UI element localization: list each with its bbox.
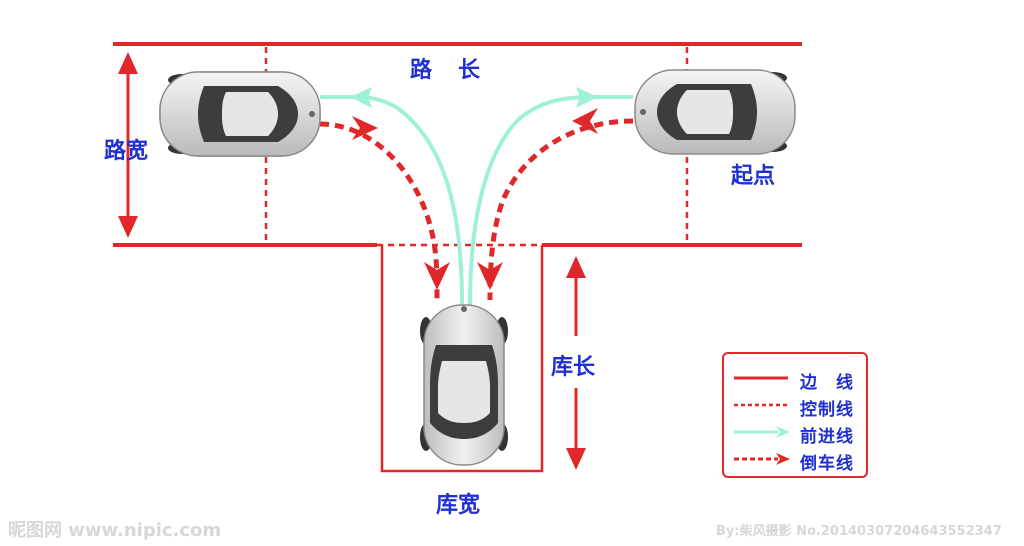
road-width-label: 路宽 (104, 139, 149, 164)
forward-path-right (468, 95, 586, 306)
edge-lines (113, 42, 802, 473)
legend-label: 控制线 (800, 400, 854, 420)
watermark-credit: By:柴风摄影 No.20140307204643552347 (716, 524, 1002, 539)
legend-box: 边 线 控制线 前进线 倒车线 (722, 352, 868, 478)
forward-lines (320, 87, 633, 306)
dimension-arrows (118, 52, 586, 470)
legend-item-edge-line: 边 线 (724, 366, 870, 393)
garage-outline (380, 245, 544, 473)
reverse-path-left (319, 121, 440, 301)
legend-item-reverse-line: 倒车线 (724, 447, 870, 474)
garage-width-label: 库宽 (436, 493, 481, 518)
start-point-label: 起点 (731, 164, 776, 189)
legend-label: 边 线 (800, 373, 854, 393)
car-right (634, 69, 796, 155)
watermark-site: 昵图网 www.nipic.com (8, 520, 222, 541)
legend-label: 前进线 (800, 427, 854, 447)
forward-path-left (361, 95, 464, 306)
reverse-line-swatch (734, 453, 790, 465)
car-left (159, 71, 321, 157)
legend-item-forward-line: 前进线 (724, 420, 870, 447)
forward-line-swatch (734, 426, 790, 438)
legend-item-control-line: 控制线 (724, 393, 870, 420)
legend-label: 倒车线 (800, 454, 854, 474)
reverse-path-right (487, 118, 634, 301)
control-line-swatch (734, 403, 788, 407)
car-garage (420, 304, 508, 466)
reverse-arrowheads (352, 108, 598, 290)
garage-length-label: 库长 (551, 355, 596, 380)
road-length-label: 路 长 (410, 58, 483, 83)
edge-line-swatch (734, 376, 788, 380)
